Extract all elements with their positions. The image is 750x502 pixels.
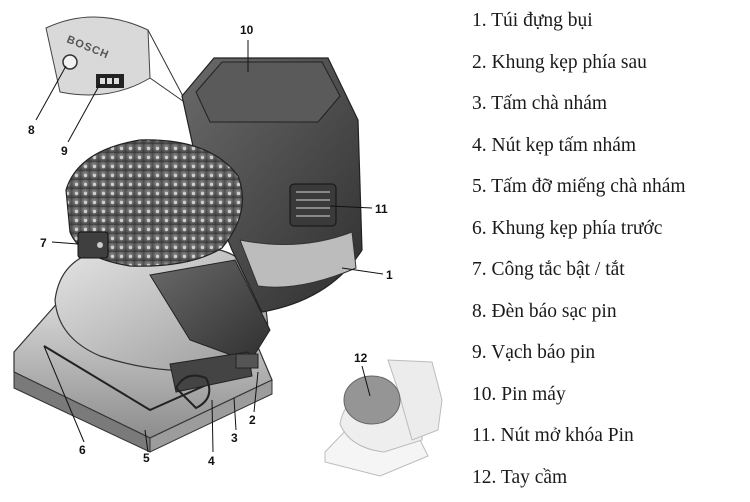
callout-12: 12 [354, 351, 368, 365]
legend-item: 5. Tấm đỡ miếng chà nhám [472, 170, 750, 212]
legend-item: 11. Nút mở khóa Pin [472, 419, 750, 461]
legend-item: 7. Công tắc bật / tắt [472, 253, 750, 295]
callout-11: 11 [375, 202, 388, 216]
parts-legend: 1. Túi đựng bụi 2. Khung kẹp phía sau 3.… [472, 4, 750, 502]
sander-illustration: BOSCH [0, 0, 470, 500]
legend-item: 10. Pin máy [472, 378, 750, 420]
callout-3: 3 [231, 431, 238, 445]
power-switch-icon [78, 232, 108, 258]
callout-10: 10 [240, 23, 254, 37]
callout-7: 7 [40, 236, 47, 250]
handle-grip [66, 140, 242, 266]
legend-item: 9. Vạch báo pin [472, 336, 750, 378]
inset-detail: BOSCH [46, 17, 190, 106]
legend-item: 4. Nút kẹp tấm nhám [472, 129, 750, 171]
legend-item: 2. Khung kẹp phía sau [472, 46, 750, 88]
handle-reference-drawing [325, 360, 442, 476]
legend-item: 3. Tấm chà nhám [472, 87, 750, 129]
callout-8: 8 [28, 123, 35, 137]
legend-item: 6. Khung kẹp phía trước [472, 212, 750, 254]
legend-item: 12. Tay cầm [472, 461, 750, 502]
callout-6: 6 [79, 443, 86, 457]
callout-9: 9 [61, 144, 68, 158]
legend-item: 8. Đèn báo sạc pin [472, 295, 750, 337]
legend-item: 1. Túi đựng bụi [472, 4, 750, 46]
callout-2: 2 [249, 413, 256, 427]
callout-1: 1 [386, 268, 393, 282]
callout-5: 5 [143, 451, 150, 465]
callout-4: 4 [208, 454, 215, 468]
